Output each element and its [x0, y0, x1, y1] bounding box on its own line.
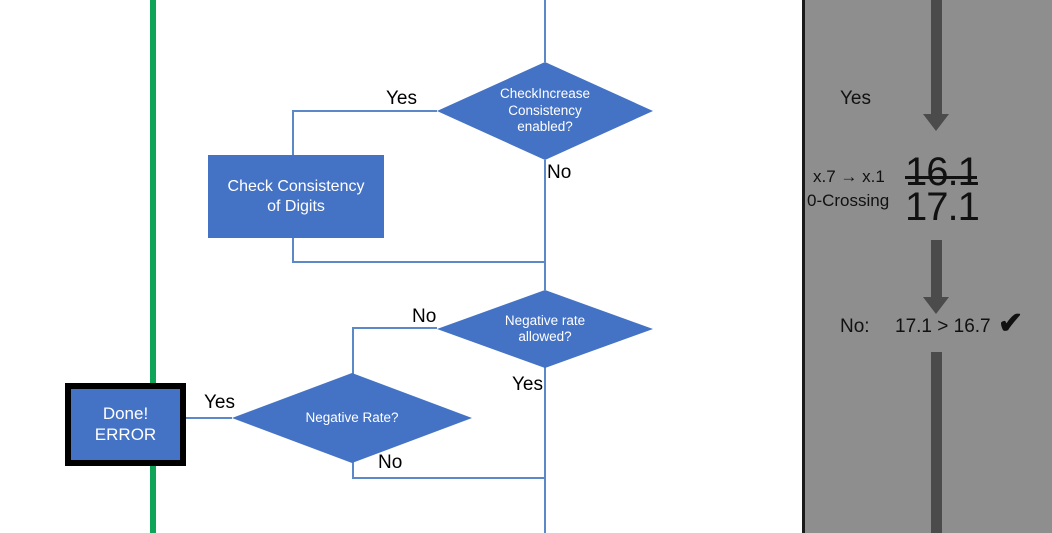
terminator-done-error-label: Done! ERROR	[95, 404, 156, 445]
edge-label-negative-rate-allowed-yes: Yes	[512, 374, 543, 395]
decision-negative-rate[interactable]: Negative Rate?	[232, 373, 472, 463]
wire-negallowed-no	[352, 327, 437, 375]
panel-arrow-3-shaft	[931, 352, 942, 533]
panel-rule-value-0-strikethrough	[905, 176, 977, 179]
decision-check-increase-consistency-label: CheckIncrease Consistency enabled?	[461, 86, 629, 135]
node-line: Negative Rate?	[305, 409, 399, 425]
panel-arrow-2-head	[923, 297, 949, 314]
node-line: Check Consistency	[227, 177, 365, 195]
edge-label-check-increase-yes: Yes	[386, 88, 417, 109]
node-line: Negative rate	[504, 312, 586, 328]
wire-process-return	[292, 238, 545, 263]
panel-rule-label-0: x.7 → x.1	[813, 167, 885, 186]
terminator-done-error[interactable]: Done! ERROR	[65, 383, 186, 466]
edge-label-negative-rate-allowed-no: No	[412, 306, 437, 327]
decision-negative-rate-allowed-label: Negative rate allowed?	[461, 313, 629, 346]
panel-rule-label-1: 0-Crossing	[807, 191, 890, 210]
wire-checkincrease-yes	[292, 110, 437, 155]
panel-branch-label-yes: Yes	[840, 88, 871, 109]
edge-label-negative-rate-yes: Yes	[204, 392, 235, 413]
decision-negative-rate-label: Negative Rate?	[258, 410, 445, 426]
node-line: of Digits	[267, 197, 325, 215]
process-check-consistency-of-digits[interactable]: Check Consistency of Digits	[208, 155, 384, 238]
explanation-panel: Yes x.7 → x.1 16.1 0-Crossing 17.1 No: 1…	[802, 0, 1052, 533]
decision-check-increase-consistency[interactable]: CheckIncrease Consistency enabled?	[437, 62, 653, 160]
panel-result-comparison: 17.1 > 16.7	[895, 316, 991, 337]
node-line: Consistency	[508, 102, 582, 118]
panel-result-prefix: No:	[840, 316, 870, 337]
node-line: Done!	[102, 403, 149, 423]
edge-label-check-increase-no: No	[547, 162, 572, 183]
node-line: CheckIncrease	[499, 86, 591, 102]
node-line: allowed?	[518, 329, 572, 344]
panel-arrow-2-shaft	[931, 240, 942, 300]
edge-label-negative-rate-no: No	[378, 452, 403, 473]
decision-negative-rate-allowed[interactable]: Negative rate allowed?	[437, 290, 653, 368]
process-check-consistency-of-digits-label: Check Consistency of Digits	[228, 177, 365, 216]
wire-negrate-no	[352, 462, 545, 479]
node-line: enabled?	[517, 119, 573, 135]
panel-rule-value-1: 17.1	[905, 185, 980, 229]
panel-arrow-1-shaft	[931, 0, 942, 114]
node-line: ERROR	[94, 424, 157, 444]
panel-rule-value-0: 16.1	[905, 150, 980, 194]
green-divider-line	[150, 0, 156, 533]
panel-arrow-1-head	[923, 114, 949, 131]
panel-result-checkmark-icon: ✔	[998, 307, 1024, 340]
